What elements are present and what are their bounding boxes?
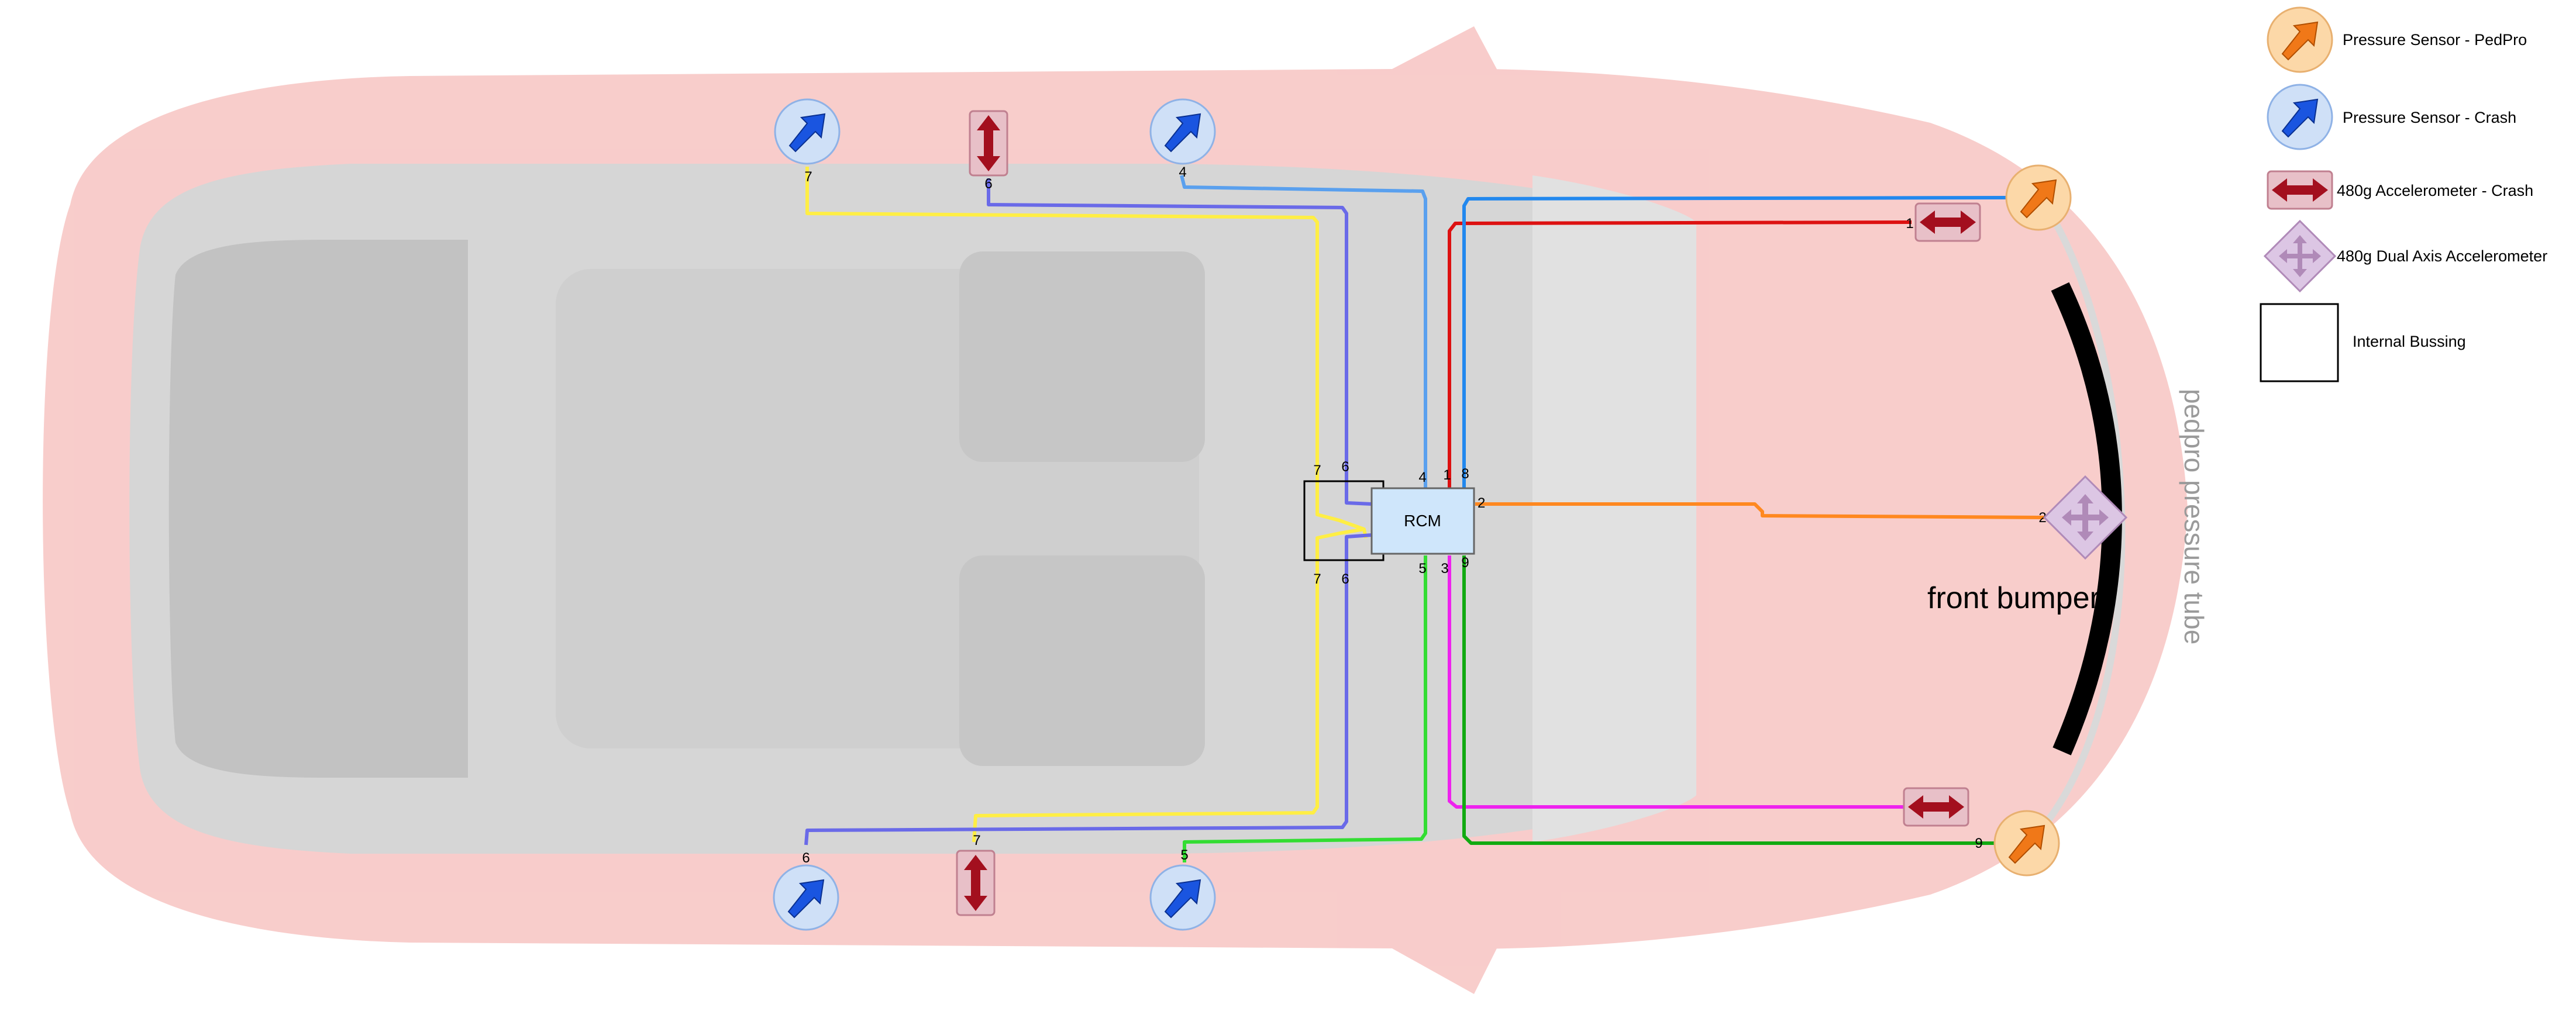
legend-internal-bussing-icon	[2260, 303, 2339, 382]
accelerometer-crash-bottom[interactable]	[956, 850, 996, 916]
pin-accel-top: 6	[984, 176, 992, 192]
pin-rcm-top-8: 8	[1461, 466, 1469, 482]
legend-label-accelerometer: 480g Accelerometer - Crash	[2337, 182, 2533, 199]
pressure-sensor-pedpro-bottom[interactable]	[1993, 810, 2060, 876]
legend: Pressure Sensor - PedPro Pressure Sensor…	[2260, 6, 2547, 382]
legend-pressure-sensor-pedpro-icon	[2267, 6, 2333, 73]
pin-sensor-top-left: 7	[804, 169, 812, 185]
pin-rcm-top-4: 4	[1418, 470, 1426, 485]
car-body	[43, 26, 2188, 994]
pin-accel-bottom: 7	[973, 833, 980, 848]
accelerometer-crash-front-bottom[interactable]	[1903, 787, 1969, 827]
pin-bus-top-6: 6	[1341, 459, 1349, 475]
legend-accelerometer-crash-icon	[2267, 170, 2333, 210]
wire-red	[1448, 220, 1912, 488]
legend-dual-axis-accelerometer-icon	[2263, 219, 2337, 293]
pin-accel-front-top: 1	[1906, 216, 1913, 232]
pin-bus-bottom-6: 6	[1341, 571, 1349, 587]
pin-rcm-bottom-9: 9	[1461, 555, 1469, 571]
pin-bus-bottom-7: 7	[1313, 571, 1321, 587]
pedpro-tube-label: pedpro pressure tube	[2179, 389, 2209, 644]
pressure-sensor-crash-bottom-mid[interactable]	[1149, 864, 1216, 931]
accelerometer-crash-front-top[interactable]	[1914, 202, 1981, 242]
wire-darkgreen	[1462, 555, 1995, 845]
accelerometer-crash-top[interactable]	[969, 110, 1008, 177]
pin-sensor-top-mid: 4	[1179, 164, 1186, 180]
pin-labels: 4 1 8 2 5 3 9 7 6 7 6 7 6 4 6 7 5 1 2 3 …	[802, 164, 2046, 866]
pressure-sensor-crash-top-mid[interactable]	[1149, 98, 1216, 165]
legend-label-pedpro: Pressure Sensor - PedPro	[2343, 31, 2527, 49]
front-bumper-label: front bumper	[1927, 581, 2100, 615]
rcm-label: RCM	[1404, 512, 1441, 530]
pin-sensor-bottom-left: 6	[802, 850, 810, 866]
pressure-sensor-crash-top-left[interactable]	[774, 98, 841, 165]
legend-label-crash: Pressure Sensor - Crash	[2343, 109, 2516, 126]
legend-pressure-sensor-crash-icon	[2267, 84, 2333, 150]
pin-rcm-bottom-5: 5	[1418, 561, 1426, 577]
wire-yellow-bottom	[972, 527, 1365, 843]
rcm-module[interactable]: RCM	[1370, 487, 1475, 555]
pressure-sensor-pedpro-top[interactable]	[2005, 164, 2072, 231]
legend-label-internal-bussing: Internal Bussing	[2353, 333, 2466, 350]
pin-rcm-right-2: 2	[1478, 495, 1485, 511]
wire-yellow-top	[805, 167, 1368, 539]
wire-purple-top	[987, 178, 1372, 506]
pin-rcm-top-1: 1	[1443, 467, 1451, 483]
pin-bus-top-7: 7	[1313, 463, 1321, 478]
dual-axis-accelerometer[interactable]	[2043, 475, 2128, 560]
pin-sensor-bottom-mid: 5	[1180, 847, 1188, 863]
pin-pedpro-bottom: 9	[1975, 836, 1982, 851]
pin-dual-accel: 2	[2038, 510, 2046, 526]
pin-rcm-bottom-3: 3	[1441, 561, 1448, 577]
wire-magenta	[1448, 555, 1910, 809]
wire-orange	[1475, 502, 2045, 519]
wire-blue	[1462, 196, 2012, 488]
pressure-sensor-crash-bottom-left[interactable]	[773, 864, 839, 931]
wiring	[804, 167, 2045, 862]
wire-lightblue	[1180, 175, 1427, 488]
wire-purple-bottom	[804, 533, 1372, 846]
legend-label-dual-axis: 480g Dual Axis Accelerometer	[2337, 247, 2547, 265]
wire-green	[1183, 555, 1427, 862]
